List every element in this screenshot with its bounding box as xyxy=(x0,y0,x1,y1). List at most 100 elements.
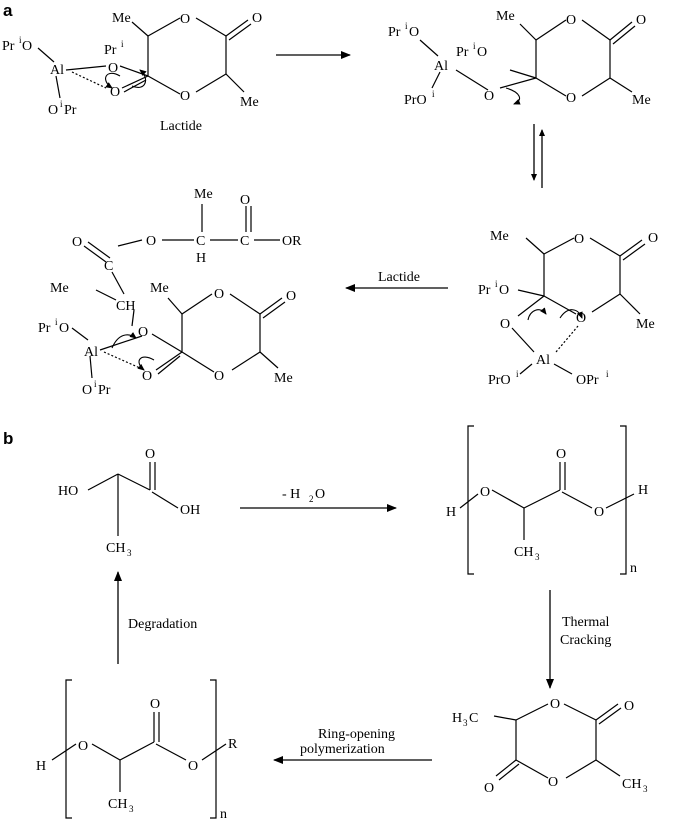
water-subscript-2: 2 xyxy=(309,494,314,504)
atom-o: O xyxy=(180,89,190,104)
atom-o: O xyxy=(59,321,69,336)
atom-o: O xyxy=(108,61,118,76)
atom-superscript-i: i xyxy=(432,89,435,99)
atom-subscript-3: 3 xyxy=(535,552,540,562)
atom-me: Me xyxy=(496,9,515,24)
panel-label-a: a xyxy=(3,1,13,20)
atom-or: OR xyxy=(282,234,302,249)
atom-me: Me xyxy=(632,93,651,108)
atom-o: O xyxy=(566,13,576,28)
atom-o: O xyxy=(82,383,92,398)
atom-h: H xyxy=(36,759,46,774)
structure-al-lactide-complex: Me O O O Me O O Pr i Al Pr i O O i Pr La… xyxy=(2,11,262,134)
atom-subscript-3: 3 xyxy=(643,784,648,794)
structure-lactic-acid: HO O OH CH 3 xyxy=(58,447,200,558)
atom-o: O xyxy=(574,232,584,247)
atom-o: O xyxy=(22,39,32,54)
atom-o: O xyxy=(78,739,88,754)
atom-superscript-i: i xyxy=(516,369,519,379)
structure-tetrahedral-intermediate: Me O O O Me Pr i O Pr i O Al PrO i O xyxy=(388,9,651,108)
atom-o: O xyxy=(550,697,560,712)
minus-water-label: - H xyxy=(282,487,300,502)
atom-o: O xyxy=(142,369,152,384)
structure-propagating-chain: Me O O O C C OR H C Me CH O Me O O O Me … xyxy=(38,187,302,398)
atom-o: O xyxy=(480,485,490,500)
atom-subscript-3: 3 xyxy=(127,548,132,558)
atom-o: O xyxy=(409,25,419,40)
thermal-label: Thermal xyxy=(562,615,610,630)
atom-o: O xyxy=(548,775,558,790)
atom-o: O xyxy=(214,369,224,384)
atom-h: H xyxy=(196,251,206,266)
atom-opr: OPr xyxy=(576,373,599,388)
atom-o: O xyxy=(566,91,576,106)
atom-al: Al xyxy=(84,345,98,360)
cracking-label: Cracking xyxy=(560,633,611,648)
atom-o: O xyxy=(150,697,160,712)
atom-c: C xyxy=(469,711,478,726)
atom-superscript-i: i xyxy=(55,317,58,327)
atom-h3c: H xyxy=(452,711,462,726)
lactide-label: Lactide xyxy=(160,119,202,134)
atom-me: Me xyxy=(240,95,259,110)
atom-o: O xyxy=(477,45,487,60)
atom-ch: CH xyxy=(514,545,533,560)
atom-o: O xyxy=(594,505,604,520)
ring-opening-label: Ring-opening xyxy=(318,727,395,742)
atom-al: Al xyxy=(434,59,448,74)
atom-me: Me xyxy=(194,187,213,202)
atom-superscript-i: i xyxy=(405,21,408,31)
polymerization-label: polymerization xyxy=(300,742,385,757)
structure-pla-rop: H O O O R CH 3 n xyxy=(36,679,238,822)
atom-h: H xyxy=(446,505,456,520)
atom-o: O xyxy=(146,234,156,249)
atom-ho: HO xyxy=(58,484,78,499)
atom-pr: Pr xyxy=(38,321,51,336)
atom-me: Me xyxy=(50,281,69,296)
atom-al: Al xyxy=(50,63,64,78)
atom-o: O xyxy=(214,287,224,302)
atom-o: O xyxy=(180,12,190,27)
atom-o: O xyxy=(110,85,120,100)
atom-o: O xyxy=(636,13,646,28)
atom-o: O xyxy=(188,759,198,774)
degradation-label: Degradation xyxy=(128,617,197,632)
atom-o: O xyxy=(252,11,262,26)
atom-pr: Pr xyxy=(2,39,15,54)
atom-superscript-i: i xyxy=(19,35,22,45)
atom-o: O xyxy=(648,231,658,246)
atom-superscript-i: i xyxy=(60,99,63,109)
atom-o: O xyxy=(48,103,58,118)
atom-pr: Pr xyxy=(388,25,401,40)
atom-o: O xyxy=(145,447,155,462)
atom-ch: CH xyxy=(106,541,125,556)
water-o-label: O xyxy=(315,487,325,502)
atom-pr: Pr xyxy=(456,45,469,60)
atom-o: O xyxy=(72,235,82,250)
atom-me: Me xyxy=(636,317,655,332)
atom-superscript-i: i xyxy=(121,39,124,49)
atom-o: O xyxy=(138,325,148,340)
atom-superscript-i: i xyxy=(606,369,609,379)
atom-subscript-3: 3 xyxy=(129,804,134,814)
atom-r: R xyxy=(228,737,238,752)
atom-superscript-i: i xyxy=(495,279,498,289)
atom-o: O xyxy=(556,447,566,462)
atom-pr: Pr xyxy=(98,383,111,398)
panel-label-b: b xyxy=(3,429,13,448)
atom-h: H xyxy=(638,483,648,498)
atom-c: C xyxy=(104,259,113,274)
structure-pla-polycondensate: H O O O H CH 3 n xyxy=(446,425,648,576)
atom-o: O xyxy=(499,283,509,298)
atom-pro: PrO xyxy=(488,373,511,388)
subscript-n: n xyxy=(220,807,227,822)
atom-pro: PrO xyxy=(404,93,427,108)
atom-ch: CH xyxy=(108,797,127,812)
structure-ring-opened-complex: Me O O O Me Pr i O O Al PrO i OPr i xyxy=(478,229,658,388)
atom-al: Al xyxy=(536,353,550,368)
atom-subscript-3: 3 xyxy=(463,718,468,728)
atom-pr: Pr xyxy=(478,283,491,298)
atom-o: O xyxy=(484,89,494,104)
